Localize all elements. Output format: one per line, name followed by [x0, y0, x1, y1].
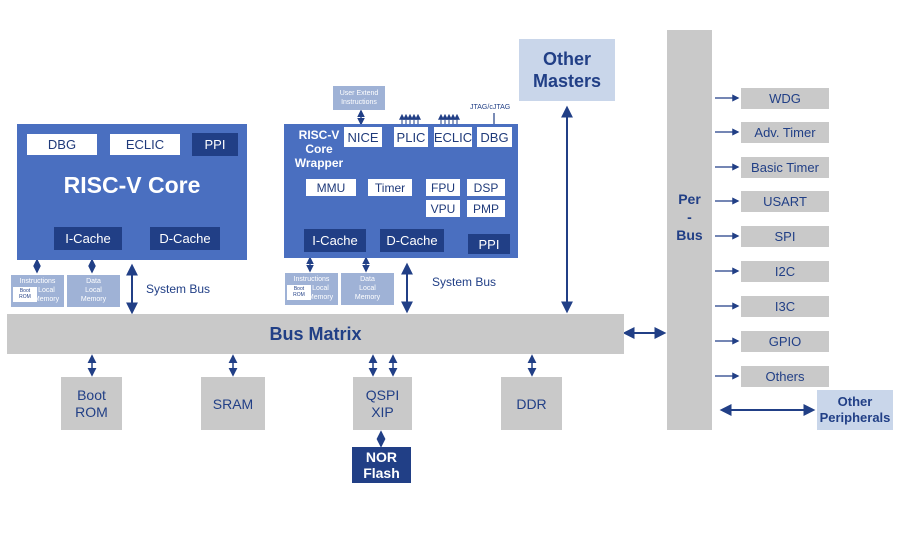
core1-system-bus-label: System Bus [146, 282, 211, 296]
core2-imem-line1: Instructions [293, 276, 330, 283]
peripheral-usart: USART [741, 191, 829, 212]
core2-system-bus-label: System Bus [432, 275, 497, 289]
mmu-box: MMU [306, 179, 356, 196]
peripheral-i2c: I2C [741, 261, 829, 282]
bus-matrix: Bus Matrix [7, 314, 624, 354]
boot-rom-box: Boot ROM [61, 377, 122, 430]
core2-imem-line2: Local [312, 285, 329, 292]
peripheral-i3c: I3C [741, 296, 829, 317]
peripheral-basic-timer: Basic Timer [741, 157, 829, 178]
core2-icache-box: I-Cache [304, 229, 366, 252]
core1-dbg-box: DBG [27, 134, 97, 155]
core1-dcache-box: D-Cache [150, 227, 220, 250]
core1-icache-box: I-Cache [54, 227, 122, 250]
pmp-box: PMP [467, 200, 505, 217]
other-peripherals-box: Other Peripherals [817, 390, 893, 430]
core1-title: RISC-V Core [63, 172, 201, 198]
peripheral-adv-timer: Adv. Timer [741, 122, 829, 143]
peripheral-spi: SPI [741, 226, 829, 247]
timer-box: Timer [368, 179, 412, 196]
core2-title: RISC-V Core Wrapper [294, 128, 344, 170]
per-bus [667, 30, 712, 430]
nice-box: NICE [344, 127, 382, 147]
core2-dbg-box: DBG [477, 127, 512, 147]
sram-box: SRAM [201, 377, 265, 430]
core1-eclic-box: ECLIC [110, 134, 180, 155]
peripheral-others: Others [741, 366, 829, 387]
core1-data-memory: Data Local Memory [67, 275, 120, 307]
core2-eclic-box: ECLIC [434, 127, 472, 147]
qspi-xip-box: QSPI XIP [353, 377, 412, 430]
core1-imem-line3: Memory [33, 296, 60, 303]
peripheral-gpio: GPIO [741, 331, 829, 352]
nor-flash-box: NOR Flash [352, 447, 411, 483]
ddr-box: DDR [501, 377, 562, 430]
core1-imem-line1: Instructions [19, 278, 56, 285]
dsp-box: DSP [467, 179, 505, 196]
core2-dcache-box: D-Cache [380, 229, 444, 252]
other-masters-box: Other Masters [519, 39, 615, 101]
jtag-label: JTAG/cJTAG [470, 104, 511, 111]
core2-ppi-box: PPI [468, 234, 510, 254]
per-bus-label: Per - Bus [676, 191, 703, 243]
core2-data-memory: Data Local Memory [341, 273, 394, 305]
core1-ppi-box: PPI [192, 133, 238, 156]
core2-imem-line3: Memory [307, 294, 334, 301]
vpu-box: VPU [426, 200, 460, 217]
core1-boot-rom-tag: Boot ROM [13, 287, 37, 302]
fpu-box: FPU [426, 179, 460, 196]
plic-box: PLIC [394, 127, 428, 147]
core1-imem-line2: Local [38, 287, 55, 294]
core2-boot-rom-tag: Boot ROM [287, 285, 311, 300]
peripheral-wdg: WDG [741, 88, 829, 109]
user-extend-instructions-box: User Extend Instructions [333, 86, 385, 110]
